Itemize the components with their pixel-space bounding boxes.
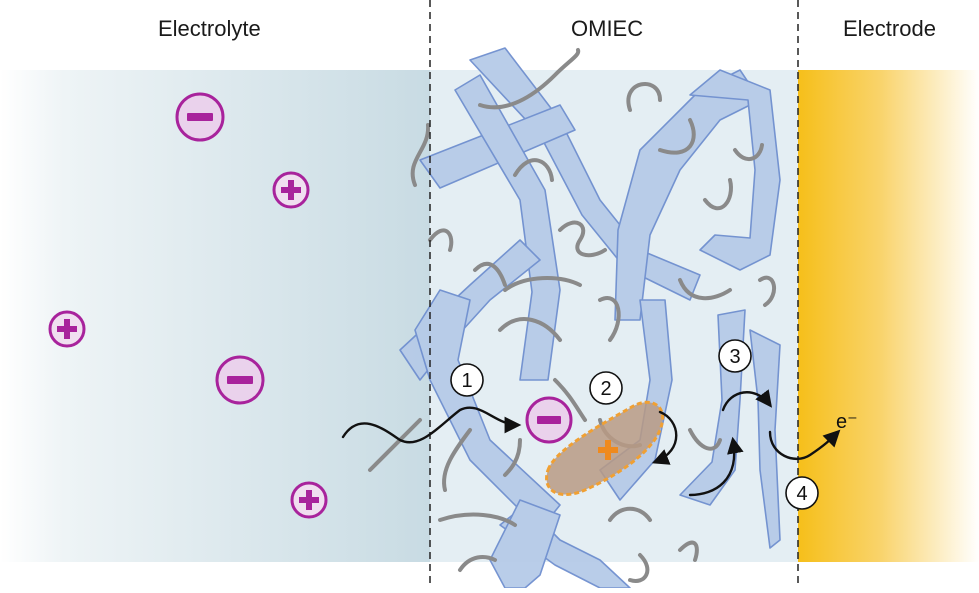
step-marker-4: 4 — [785, 476, 819, 510]
side-chain — [553, 378, 587, 422]
cation-icon — [290, 481, 328, 519]
step-label: 3 — [729, 346, 740, 368]
side-chain — [458, 555, 497, 572]
anion-icon — [525, 396, 573, 444]
hopping-arrow-over — [721, 389, 773, 412]
step-label: 2 — [600, 378, 611, 400]
side-chain — [703, 178, 733, 211]
side-chain — [626, 82, 662, 112]
side-chain — [428, 228, 454, 252]
side-chain — [758, 275, 776, 307]
cation-icon — [48, 310, 86, 348]
hole-polaron-icon — [545, 400, 665, 496]
electrode-transfer-arrow — [768, 429, 841, 460]
side-chain — [678, 278, 732, 301]
side-chain — [473, 261, 507, 287]
hopping-arrow-up — [688, 436, 744, 497]
side-chain — [503, 438, 522, 477]
electrolyte-label: Electrolyte — [158, 16, 261, 41]
side-chain — [733, 143, 764, 161]
side-chain — [598, 296, 621, 342]
side-chain — [628, 553, 650, 583]
anion-icon — [175, 92, 225, 142]
side-chain — [558, 220, 607, 258]
side-chain — [498, 317, 562, 342]
side-chain — [503, 276, 582, 292]
step-marker-1: 1 — [450, 363, 484, 397]
side-chain — [658, 118, 696, 155]
side-chain — [438, 512, 517, 527]
side-chain — [368, 418, 422, 472]
electrode-region — [798, 70, 979, 562]
backbone-ribbon — [414, 289, 561, 531]
step-label: 4 — [796, 483, 807, 505]
side-chains — [368, 48, 776, 583]
side-chain — [678, 540, 699, 562]
step-marker-3: 3 — [718, 339, 752, 373]
side-chain — [688, 428, 722, 451]
step-marker-2: 2 — [589, 371, 623, 405]
cation-icon — [272, 171, 310, 209]
electron-label: e⁻ — [836, 411, 858, 433]
backbone-ribbon — [469, 47, 701, 301]
backbone-ribbon — [454, 74, 561, 381]
side-chain — [513, 158, 554, 182]
side-chain — [608, 506, 652, 522]
polymer-backbones — [399, 47, 781, 589]
omiec-label: OMIEC — [571, 16, 644, 41]
anion-icon — [215, 355, 265, 405]
hole-exchange-arrow — [651, 410, 678, 465]
ion-transport-arrow — [341, 406, 522, 444]
side-chain — [442, 428, 472, 492]
side-chain — [478, 48, 581, 110]
side-chain — [410, 123, 431, 187]
electrode-label: Electrode — [843, 16, 936, 41]
step-label: 1 — [461, 370, 472, 392]
backbone-ribbon — [749, 329, 781, 549]
electron-arrow-icon — [341, 389, 841, 497]
